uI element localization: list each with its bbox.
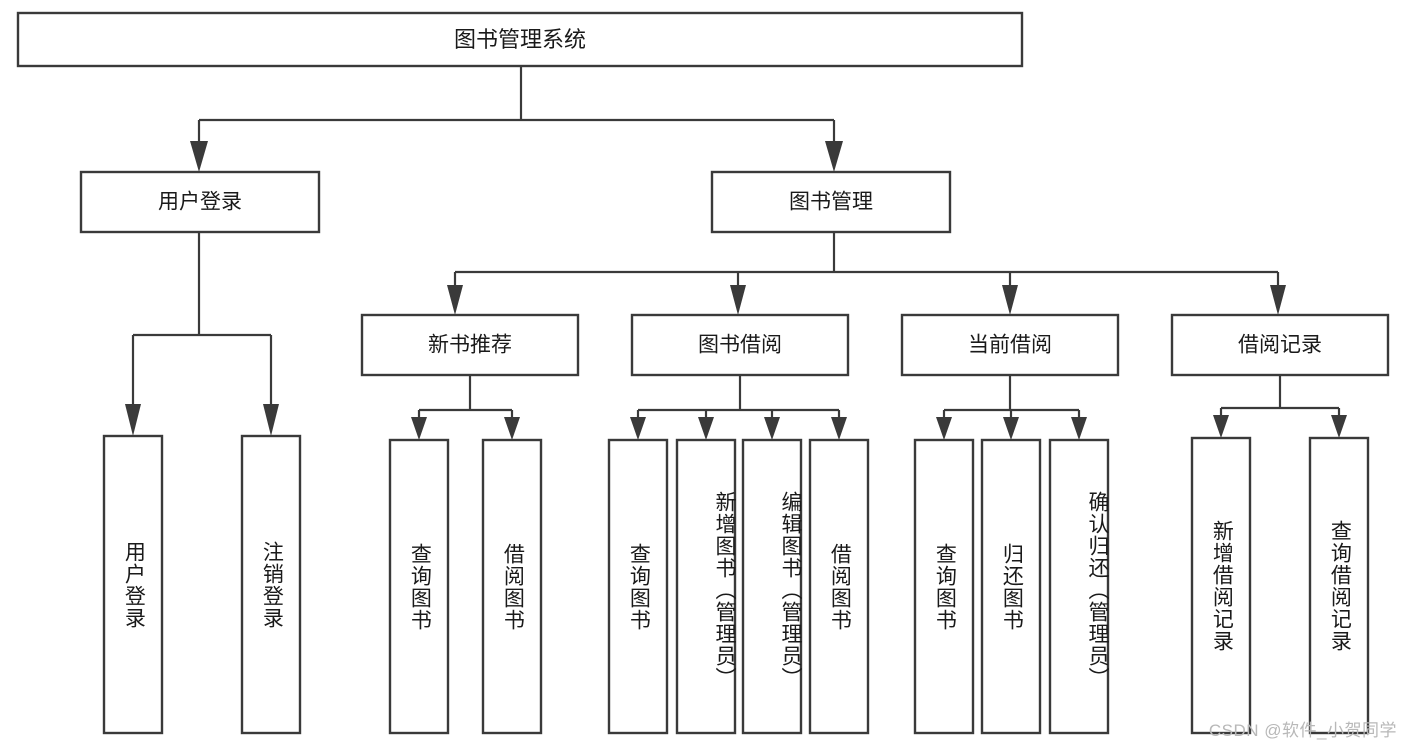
- arrow-head-new-book-recommend: [447, 285, 463, 315]
- leaf-box-cb-1[interactable]: [913, 438, 975, 735]
- node-book-management[interactable]: 图书管理: [710, 170, 952, 234]
- arrow-head-cb-leaf-3: [1071, 417, 1087, 440]
- node-user-login[interactable]: 用户登录: [79, 170, 321, 234]
- connector-book-mgmt-children: [447, 232, 1286, 315]
- arrow-head-cb-leaf-2: [1003, 417, 1019, 440]
- leaf-box-cb-3[interactable]: [1048, 438, 1110, 735]
- leaf-box-nbr-1[interactable]: [388, 438, 450, 735]
- connector-root-to-level1: [190, 66, 843, 172]
- arrow-head-cb-leaf-1: [936, 417, 952, 440]
- leaf-box-user-login-2[interactable]: [240, 434, 302, 735]
- node-new-book-recommend-rect[interactable]: [360, 313, 580, 377]
- leaf-box-user-login-1[interactable]: [102, 434, 164, 735]
- leaf-box-nbr-2[interactable]: [481, 438, 543, 735]
- node-root-rect[interactable]: [16, 11, 1024, 68]
- arrow-head-br-leaf-1: [1213, 415, 1229, 438]
- arrow-head-current-borrow: [1002, 285, 1018, 315]
- arrow-head-leaf-logout: [263, 404, 279, 436]
- leaf-box-br-1[interactable]: [1190, 436, 1252, 735]
- leaf-box-cb-2[interactable]: [980, 438, 1042, 735]
- leaf-box-bb-2[interactable]: [675, 438, 737, 735]
- node-book-borrow-label: 图书借阅: [698, 334, 782, 357]
- node-user-login-rect[interactable]: [79, 170, 321, 234]
- node-book-borrow-rect[interactable]: [630, 313, 850, 377]
- leaf-box-bb-3[interactable]: [741, 438, 803, 735]
- node-current-borrow[interactable]: 当前借阅: [900, 313, 1120, 377]
- arrow-head-nbr-leaf-2: [504, 417, 520, 440]
- leaf-box-bb-1[interactable]: [607, 438, 669, 735]
- node-borrow-record[interactable]: 借阅记录: [1170, 313, 1390, 377]
- arrow-head-bb-leaf-1: [630, 417, 646, 440]
- node-new-book-recommend[interactable]: 新书推荐: [360, 313, 580, 377]
- node-borrow-record-label: 借阅记录: [1238, 334, 1322, 357]
- node-current-borrow-rect[interactable]: [900, 313, 1120, 377]
- node-root-label: 图书管理系统: [454, 27, 586, 52]
- arrow-head-bb-leaf-4: [831, 417, 847, 440]
- arrow-head-bb-leaf-2: [698, 417, 714, 440]
- arrow-head-book-mgmt: [825, 141, 843, 172]
- watermark-text: CSDN @软件_小贺同学: [1208, 721, 1397, 740]
- arrow-head-borrow-record: [1270, 285, 1286, 315]
- connector-current-borrow-children: [936, 375, 1087, 440]
- node-book-management-rect[interactable]: [710, 170, 952, 234]
- arrow-head-book-borrow: [730, 285, 746, 315]
- node-borrow-record-rect[interactable]: [1170, 313, 1390, 377]
- arrow-head-user-login: [190, 141, 208, 172]
- node-root[interactable]: 图书管理系统: [16, 11, 1024, 68]
- connector-new-book-recommend-children: [411, 375, 520, 440]
- arrow-head-nbr-leaf-1: [411, 417, 427, 440]
- connector-user-login-children: [125, 232, 279, 436]
- connector-borrow-record-children: [1213, 375, 1347, 438]
- arrow-head-leaf-user-login: [125, 404, 141, 436]
- node-book-borrow[interactable]: 图书借阅: [630, 313, 850, 377]
- arrow-head-br-leaf-2: [1331, 415, 1347, 438]
- connector-book-borrow-children: [630, 375, 847, 440]
- leaf-box-br-2[interactable]: [1308, 436, 1370, 735]
- arrow-head-bb-leaf-3: [764, 417, 780, 440]
- node-user-login-label: 用户登录: [158, 191, 242, 214]
- node-book-management-label: 图书管理: [789, 191, 873, 214]
- leaf-box-bb-4[interactable]: [808, 438, 870, 735]
- node-new-book-recommend-label: 新书推荐: [428, 334, 512, 357]
- node-current-borrow-label: 当前借阅: [968, 334, 1052, 357]
